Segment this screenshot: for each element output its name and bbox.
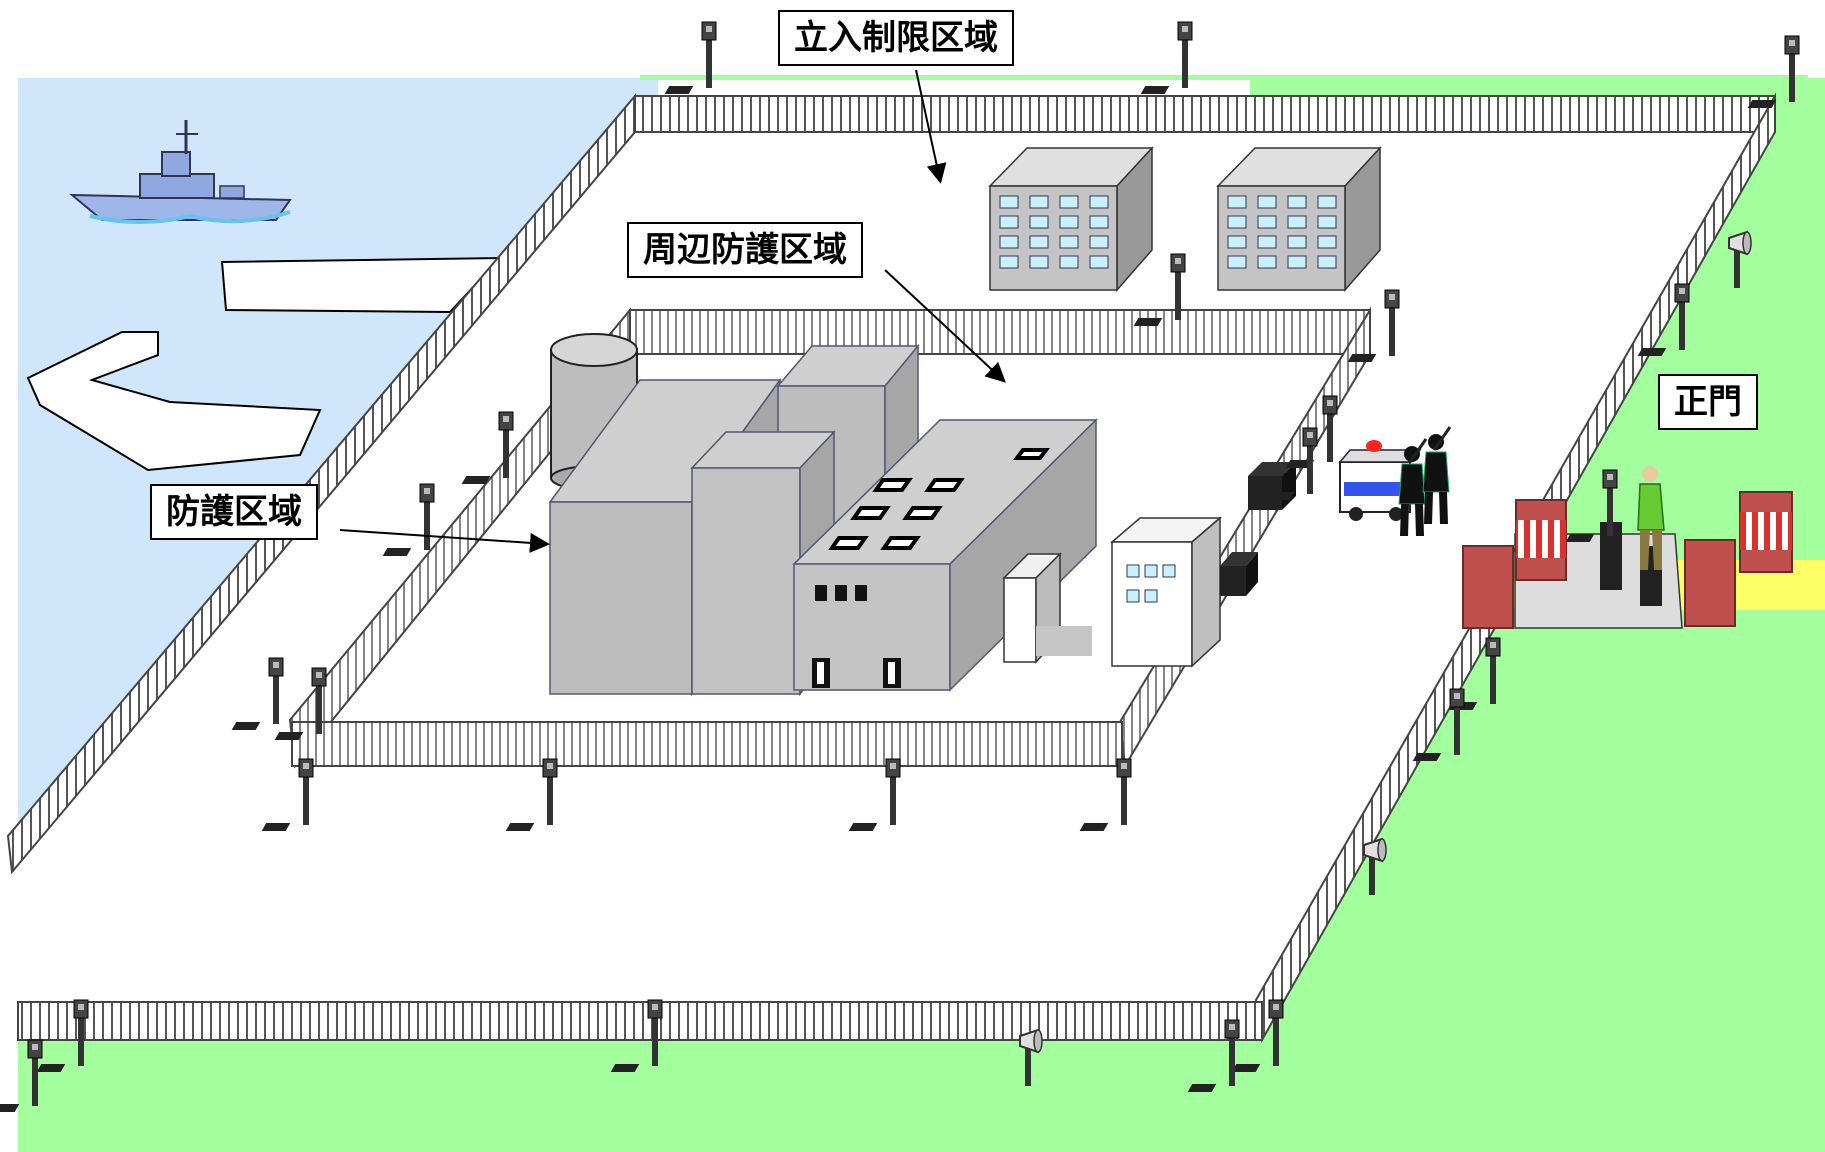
pier-upper	[220, 256, 503, 314]
protected-area-label: 防護区域	[150, 484, 318, 540]
gate-icon	[1462, 491, 1825, 629]
building-icon	[1109, 516, 1223, 668]
restricted-area-label: 立入制限区域	[778, 10, 1014, 66]
building-icon	[1216, 146, 1382, 292]
ship-icon	[69, 120, 292, 224]
pier-lower	[26, 331, 322, 472]
building-icon	[1002, 552, 1092, 664]
protected-facility	[548, 343, 1098, 697]
guard-icon	[1637, 466, 1665, 570]
main-gate-label: 正門	[1658, 374, 1758, 430]
building-icon	[988, 146, 1154, 292]
callout-arrows	[339, 69, 1006, 553]
perimeter-area-label: 周辺防護区域	[627, 222, 863, 278]
